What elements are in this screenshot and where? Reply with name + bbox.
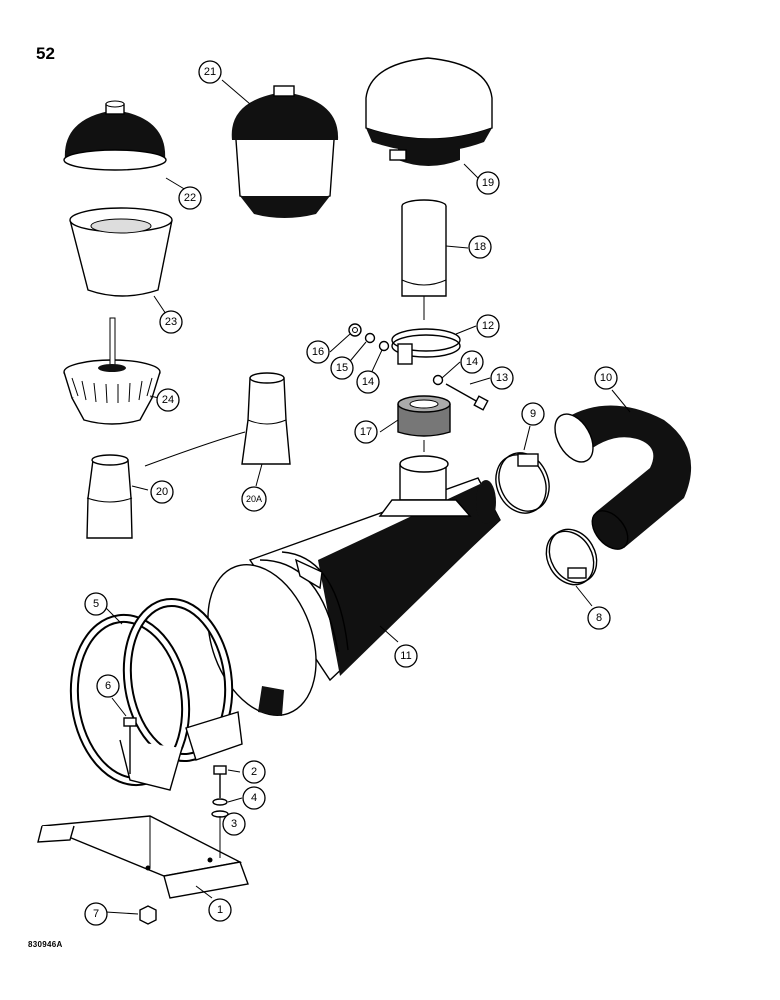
- part-12-band-clamp: [391, 328, 461, 365]
- parts-nuts-washers: [348, 323, 444, 386]
- svg-text:2: 2: [251, 766, 257, 778]
- part-10-elbow-hose: [554, 405, 692, 550]
- svg-text:20A: 20A: [246, 494, 262, 504]
- svg-text:19: 19: [482, 177, 494, 189]
- part-19-air-cap: [365, 57, 493, 166]
- svg-text:8: 8: [596, 612, 602, 624]
- part-1-mounting-plate: [37, 815, 249, 899]
- svg-text:9: 9: [530, 408, 536, 420]
- callout-20a: 20A: [241, 486, 267, 512]
- part-22-precleaner-cap: [63, 100, 167, 171]
- callout-12: 12: [476, 314, 500, 338]
- leader-lines: [103, 79, 631, 915]
- part-20-adapter: [86, 431, 246, 539]
- part-9-hose-clamp: [495, 452, 550, 514]
- svg-text:20: 20: [156, 486, 168, 498]
- svg-text:6: 6: [105, 680, 111, 692]
- callout-10: 10: [594, 366, 618, 390]
- callout-13: 13: [490, 366, 514, 390]
- part-21-cap-assembly: [231, 85, 339, 218]
- callout-4: 4: [242, 786, 266, 810]
- svg-text:3: 3: [231, 818, 237, 830]
- svg-text:14: 14: [362, 376, 374, 388]
- svg-text:15: 15: [336, 362, 348, 374]
- part-5-mounting-band: [69, 597, 243, 791]
- svg-text:1: 1: [217, 904, 223, 916]
- callout-19: 19: [476, 171, 500, 195]
- part-17-sleeve: [397, 395, 451, 437]
- svg-text:13: 13: [496, 372, 508, 384]
- part-6-bolt: [123, 717, 137, 774]
- figure-code: 830946A: [28, 940, 63, 949]
- part-18-inlet-tube: [401, 199, 447, 297]
- callout-23: 23: [159, 310, 183, 334]
- svg-text:22: 22: [184, 192, 196, 204]
- part-11-air-cleaner-body: [207, 455, 501, 716]
- part-13-bolt: [445, 383, 489, 411]
- callout-14b: 14: [460, 350, 484, 374]
- svg-text:7: 7: [93, 908, 99, 920]
- svg-text:24: 24: [162, 394, 174, 406]
- callout-5: 5: [84, 592, 108, 616]
- callout-18: 18: [468, 235, 492, 259]
- svg-text:11: 11: [400, 650, 411, 662]
- callout-20: 20: [150, 480, 174, 504]
- part-24-precleaner-element: [63, 317, 161, 425]
- callout-11: 11: [394, 644, 418, 668]
- callout-14a: 14: [356, 370, 380, 394]
- svg-text:14: 14: [466, 356, 478, 368]
- callout-22: 22: [178, 186, 202, 210]
- callout-8: 8: [587, 606, 611, 630]
- callout-17: 17: [354, 420, 378, 444]
- svg-text:5: 5: [93, 598, 99, 610]
- callout-6: 6: [96, 674, 120, 698]
- svg-text:16: 16: [312, 346, 324, 358]
- callout-21: 21: [198, 60, 222, 84]
- svg-text:17: 17: [360, 426, 372, 438]
- callout-1: 1: [208, 898, 232, 922]
- callout-7: 7: [84, 902, 108, 926]
- svg-text:10: 10: [600, 372, 612, 384]
- page-number: 52: [36, 44, 55, 63]
- parts-bolt-washers: [211, 765, 229, 818]
- callout-3: 3: [222, 812, 246, 836]
- part-20a-adapter: [241, 372, 291, 465]
- callout-16: 16: [306, 340, 330, 364]
- part-23-bowl: [69, 207, 173, 297]
- part-8-hose-clamp: [545, 528, 598, 586]
- callout-9: 9: [521, 402, 545, 426]
- svg-text:23: 23: [165, 316, 177, 328]
- svg-text:4: 4: [251, 792, 257, 804]
- svg-text:21: 21: [204, 66, 216, 78]
- callout-2: 2: [242, 760, 266, 784]
- svg-text:18: 18: [474, 241, 486, 253]
- callout-15: 15: [330, 356, 354, 380]
- callout-24: 24: [156, 388, 180, 412]
- part-7-nut: [139, 905, 157, 925]
- svg-text:12: 12: [482, 320, 494, 332]
